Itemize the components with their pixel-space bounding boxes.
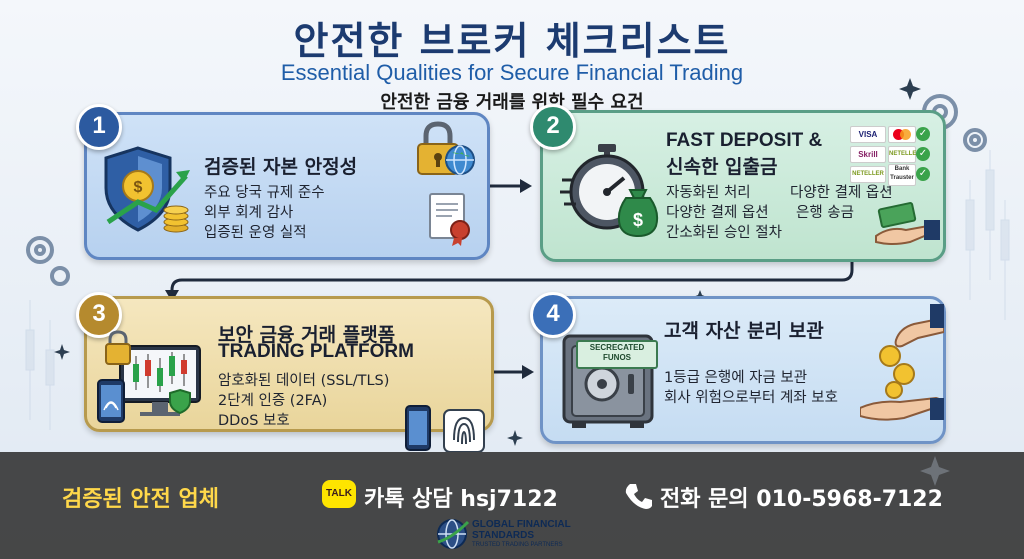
safe-label-line: SECRECATED <box>589 343 645 352</box>
card-line: 입증된 운영 실적 <box>204 225 307 241</box>
card-line: 회사 위험으로부터 계좌 보호 <box>664 390 838 406</box>
logo-line: GLOBAL FINANCIAL <box>472 519 571 530</box>
card-line: 암호화된 데이터 (SSL/TLS) <box>218 373 390 389</box>
card-line: 1등급 은행에 자금 보관 <box>664 370 808 386</box>
cash-hand-icon <box>875 202 940 245</box>
segregated-funds-label: SECRECATED FUNOS <box>576 340 658 369</box>
stopwatch-icon: $ <box>560 144 659 238</box>
page-subtitle: 안전한 금융 거래를 위한 필수 요건 <box>380 92 644 113</box>
card-line: 간소화된 승인 절차 <box>666 225 782 241</box>
phone-contact-link[interactable]: 전화 문의 010-5968-7122 <box>660 487 943 512</box>
svg-text:$: $ <box>633 210 643 230</box>
certificate-icon <box>429 193 470 246</box>
candlestick-chart-icon <box>133 352 187 392</box>
check-icon: ✓ <box>916 167 930 181</box>
check-icon: ✓ <box>916 127 930 141</box>
fingerprint-icon <box>405 405 485 452</box>
payment-logo-bank: Bank Trauster <box>888 164 916 186</box>
page-title: 안전한 브로커 체크리스트 <box>293 19 731 63</box>
card-capital-stability <box>84 112 490 260</box>
sparkle-icon <box>920 456 950 486</box>
card-line: 2단계 인증 (2FA) <box>218 393 328 409</box>
payment-logo-skrill: Skrill <box>850 146 886 163</box>
coin-hands-icon <box>860 304 944 421</box>
globe-logo-icon <box>437 519 470 549</box>
padlock-monitor-icon <box>97 330 201 423</box>
card-line: 다양한 결제 옵션 <box>666 205 769 221</box>
card-number-badge: 3 <box>76 292 122 338</box>
card-line: 자동화된 처리 <box>666 185 751 201</box>
card-title: 보안 금융 거래 플랫폼 <box>218 324 396 346</box>
payment-logo-neteller: NETELLER <box>850 166 886 183</box>
smartphone-icon <box>97 379 125 423</box>
gear-icon <box>26 236 70 286</box>
card-title: 신속한 입출금 <box>666 156 778 178</box>
contact-banner <box>0 452 1024 559</box>
mastercard-icon <box>888 126 916 143</box>
logo-tagline: TRUSTED TRADING PARTNERS <box>472 542 563 548</box>
check-icon: ✓ <box>916 147 930 161</box>
kakao-icon: TALK <box>322 480 356 508</box>
card-title-english: TRADING PLATFORM <box>218 341 414 362</box>
card-title-english: FAST DEPOSIT & <box>666 130 823 151</box>
money-bag-icon: $ <box>617 189 659 238</box>
card-number-badge: 1 <box>76 104 122 150</box>
kakao-contact-link[interactable]: 카톡 상담 hsj7122 <box>364 487 558 512</box>
payment-logo-visa: VISA <box>850 126 886 143</box>
card-number-badge: 4 <box>530 292 576 338</box>
card-line: 주요 당국 규제 준수 <box>204 185 325 201</box>
card-line: 외부 회계 감사 <box>204 205 294 221</box>
card-line: 다양한 결제 옵션 <box>790 185 893 201</box>
svg-text:$: $ <box>134 179 143 196</box>
card-title: 검증된 자본 안정성 <box>204 156 358 178</box>
logo-line: STANDARDS <box>472 530 535 541</box>
card-line: 은행 송금 <box>796 205 854 221</box>
payment-logo-neteller: NETELLER <box>888 146 921 163</box>
phone-icon <box>625 484 652 509</box>
shield-coin-icon: $ <box>104 146 190 233</box>
card-title: 고객 자산 분리 보관 <box>664 320 824 342</box>
verified-company-label: 검증된 안전 업체 <box>62 487 219 512</box>
fingerprint-icon <box>103 401 119 411</box>
page-title-english: Essential Qualities for Secure Financial… <box>280 60 744 85</box>
card-number-badge: 2 <box>530 104 576 150</box>
padlock-icon <box>417 121 475 175</box>
globe-icon <box>445 145 475 175</box>
safe-label-line: FUNOS <box>603 353 631 362</box>
card-line: DDoS 보호 <box>218 413 290 429</box>
